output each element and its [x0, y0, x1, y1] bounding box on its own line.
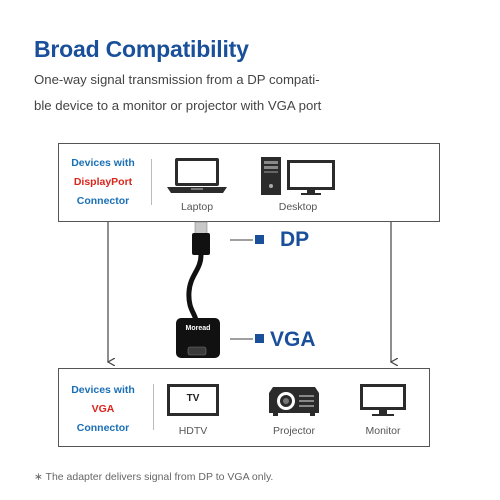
vga-adapter-body	[176, 318, 220, 358]
device-name-laptop: Laptop	[180, 201, 214, 213]
target-divider	[153, 384, 154, 430]
device-projector: Projector	[259, 383, 329, 437]
subtitle-line-2: ble device to a monitor or projector wit…	[34, 98, 322, 113]
adapter-brand: Moread	[185, 325, 211, 332]
subtitle-line-1: One-way signal transmission from a DP co…	[34, 72, 320, 87]
target-devices-box: Devices with VGA Connector TV HDTV Proje…	[58, 368, 430, 447]
footnote: ∗ The adapter delivers signal from DP to…	[34, 471, 274, 483]
source-label-line-3: Connector	[76, 195, 130, 207]
source-label-line-1: Devices with	[71, 157, 135, 169]
device-laptop: Laptop	[165, 156, 229, 213]
laptop-icon	[167, 158, 227, 193]
adapter-cable	[186, 252, 204, 323]
monitor-icon	[360, 384, 406, 416]
device-name-desktop: Desktop	[278, 201, 318, 213]
vga-port	[187, 346, 207, 356]
projector-icon	[269, 387, 319, 416]
vga-label: VGA	[270, 328, 316, 351]
device-name-projector: Projector	[272, 425, 315, 437]
target-label-line-1: Devices with	[71, 384, 135, 396]
device-monitor: Monitor	[353, 383, 413, 437]
desktop-computer-icon	[261, 157, 335, 195]
dp-to-vga-adapter	[176, 221, 220, 358]
device-name-hdtv: HDTV	[178, 425, 208, 437]
tv-icon: TV	[166, 383, 220, 417]
page-title: Broad Compatibility	[34, 36, 249, 62]
device-desktop: Desktop	[253, 156, 343, 213]
device-name-monitor: Monitor	[365, 425, 401, 437]
dp-plug-body	[192, 233, 210, 255]
target-label-line-3: Connector	[76, 422, 130, 434]
tv-screen-text: TV	[186, 393, 200, 404]
dp-label: DP	[280, 228, 310, 251]
source-label-line-2: DisplayPort	[73, 176, 133, 188]
source-devices-box: Devices with DisplayPort Connector Lapto…	[58, 143, 440, 222]
device-hdtv: TV HDTV	[163, 383, 223, 437]
source-divider	[151, 159, 152, 205]
target-label-line-2: VGA	[91, 403, 115, 415]
